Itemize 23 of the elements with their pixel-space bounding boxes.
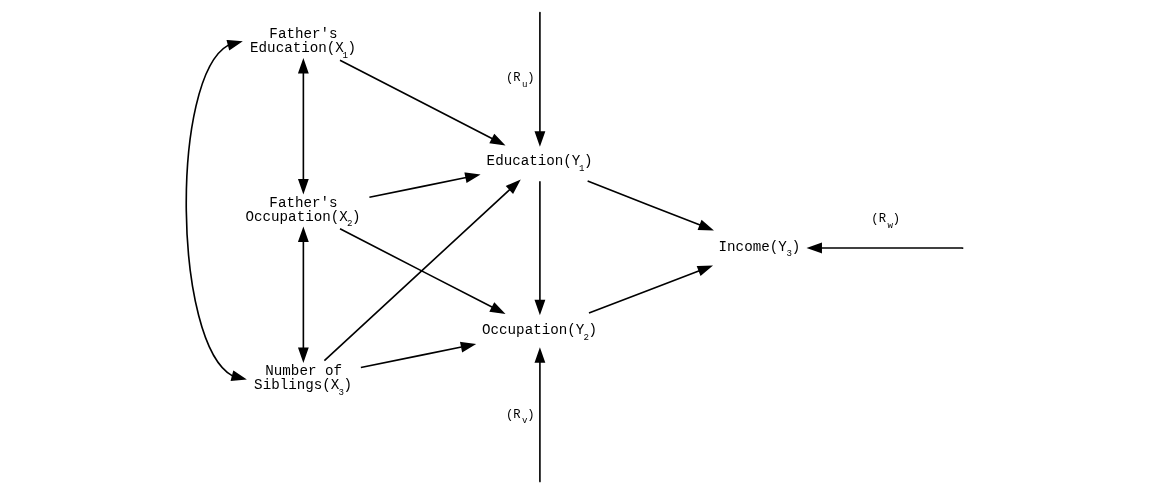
edge-label: (R$_{w}$)	[871, 212, 900, 231]
node-text: Father's Occupation(X$_{2}$)	[245, 194, 361, 230]
arrow	[588, 265, 713, 314]
arrow	[297, 226, 309, 363]
arrow	[360, 341, 477, 369]
node-text: Income(Y$_{3}$)	[718, 238, 801, 260]
arrow	[339, 228, 506, 315]
arrow	[806, 242, 963, 254]
edge-label: (R$_{u}$)	[505, 71, 535, 90]
arrow	[368, 172, 481, 199]
arrow	[297, 57, 309, 195]
arrow	[323, 179, 521, 362]
arrow	[185, 40, 247, 381]
node-text: Father's Education(X$_{1}$)	[250, 26, 357, 61]
node-text: Number of Siblings(X$_{3}$)	[254, 363, 352, 398]
node-text: Occupation(Y$_{2}$)	[482, 322, 598, 343]
arrow	[586, 180, 714, 231]
arrow	[534, 180, 546, 316]
node-text: Education(Y$_{1}$)	[486, 153, 593, 174]
arrow	[339, 59, 506, 146]
arrow	[534, 347, 546, 482]
arrow	[534, 12, 546, 147]
edge-label: (R$_{v}$)	[505, 407, 535, 427]
